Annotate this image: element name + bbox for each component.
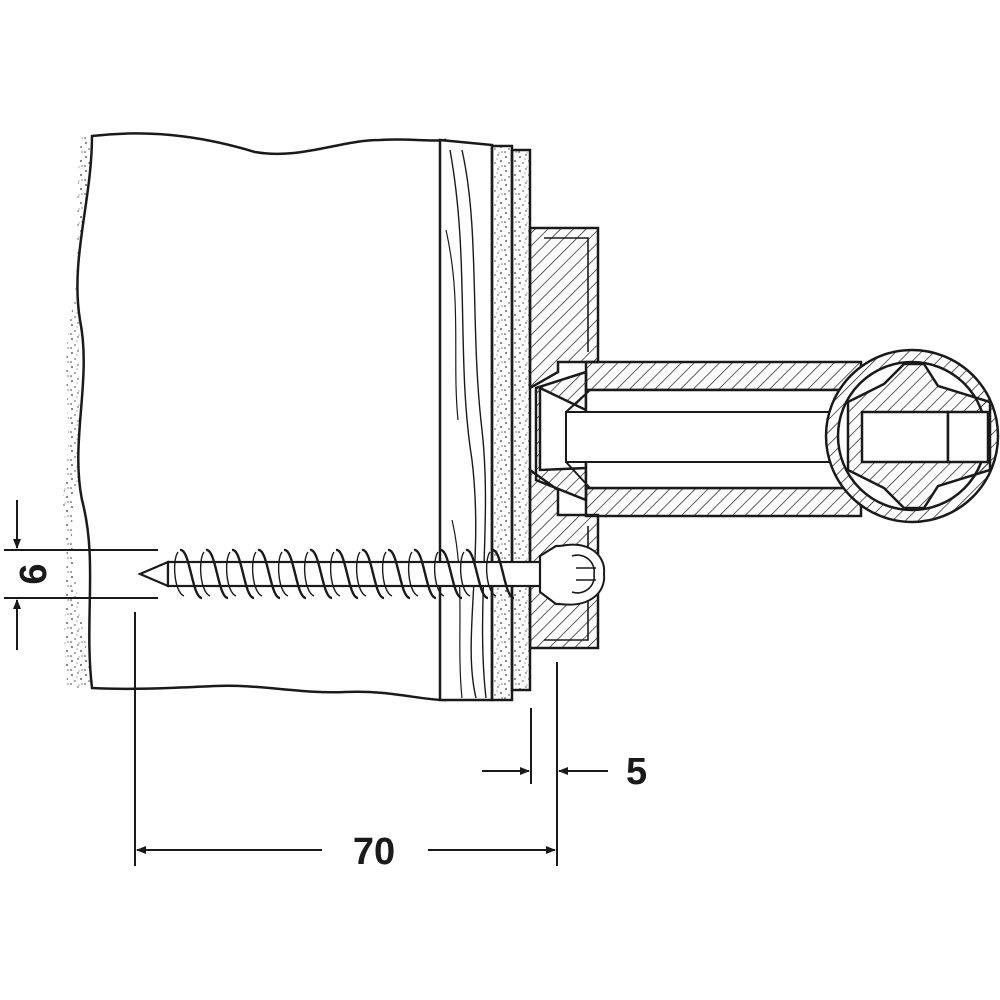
thread-turn-back — [173, 551, 185, 597]
thread-turn-back — [303, 551, 315, 597]
wall-block — [62, 132, 532, 702]
thread-turn — [335, 548, 359, 600]
thread-turn-back — [381, 551, 393, 597]
thread-turn — [231, 548, 255, 600]
thread-turn — [387, 548, 411, 600]
thread-turn-back — [407, 551, 419, 597]
board-layer-1 — [490, 144, 514, 702]
wall-outline — [76, 132, 447, 702]
thread-turn — [491, 548, 515, 600]
dimension-screw-diameter: 6 — [4, 500, 158, 650]
thread-turn-back — [225, 551, 237, 597]
thread-turn-back — [329, 551, 341, 597]
dimension-label-5: 5 — [626, 751, 647, 793]
thread-turn — [413, 548, 437, 600]
thread-turn-back — [251, 551, 263, 597]
thread-turn — [361, 548, 385, 600]
screw-shank — [166, 560, 550, 588]
thread-turn — [439, 548, 463, 600]
thread-turn-back — [459, 551, 471, 597]
thread-turn-back — [355, 551, 367, 597]
dimension-rosette-gap: 5 — [482, 662, 647, 866]
board-layer-2 — [510, 148, 532, 692]
thread-turn — [465, 548, 489, 600]
support-arm — [565, 360, 951, 518]
wood-panel — [438, 138, 494, 702]
thread-turn — [179, 548, 203, 600]
thread-turn — [283, 548, 307, 600]
thread-turn-back — [485, 551, 497, 597]
dimension-label-6: 6 — [13, 563, 55, 584]
thread-turn — [309, 548, 333, 600]
thread-turn — [257, 548, 281, 600]
dimension-mounting-depth: 70 — [134, 612, 556, 873]
dimension-label-70: 70 — [353, 831, 395, 873]
thread-turn — [205, 548, 229, 600]
thread-turn-back — [433, 551, 445, 597]
thread-turn-back — [199, 551, 211, 597]
thread-turn-back — [277, 551, 289, 597]
handrail-tube — [824, 348, 1000, 524]
wood-screw — [137, 543, 606, 606]
screw-threads — [173, 548, 515, 600]
